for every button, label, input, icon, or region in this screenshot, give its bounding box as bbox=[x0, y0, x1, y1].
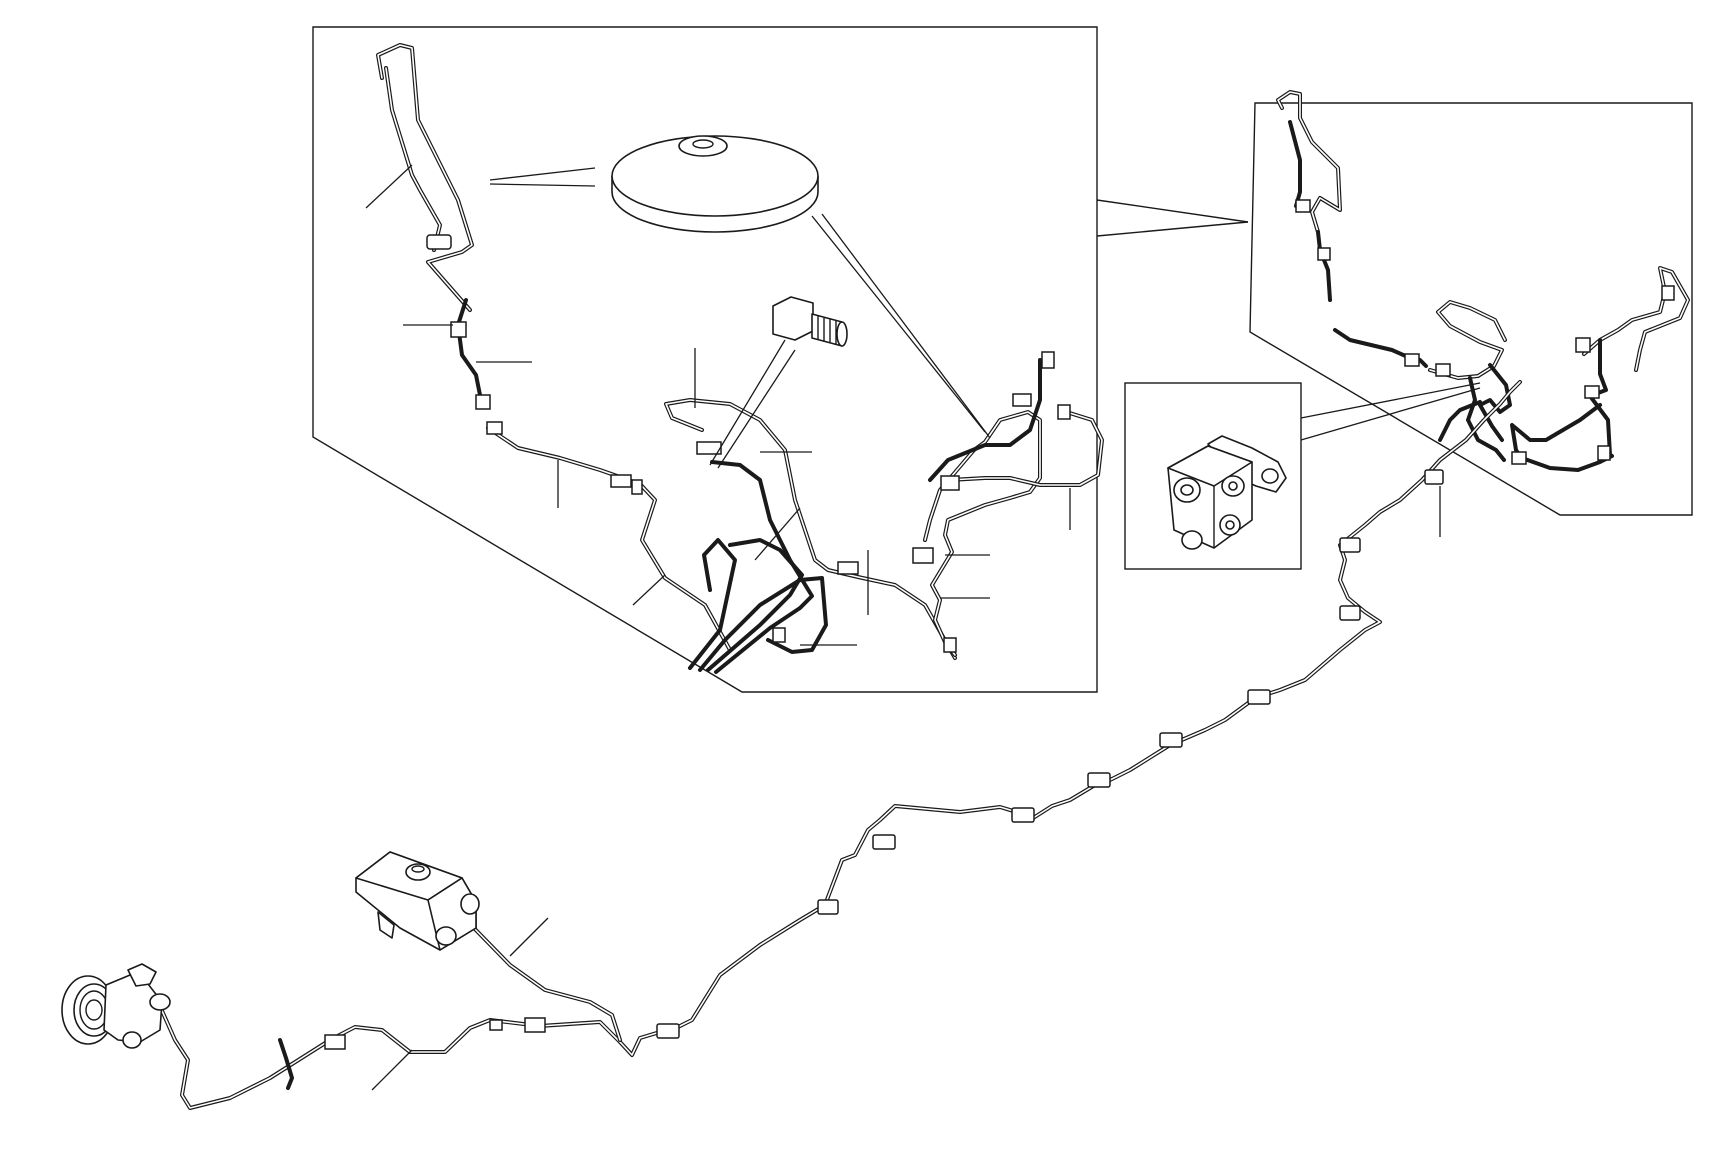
inset-left-leaders bbox=[365, 164, 1071, 646]
distribution-valve bbox=[1167, 435, 1287, 550]
pipe-clips bbox=[324, 469, 1444, 1050]
inset-left-pipes bbox=[376, 43, 1104, 674]
reservoir-cap bbox=[611, 135, 819, 233]
inset-frame-left bbox=[312, 26, 1098, 693]
main-leaders bbox=[371, 486, 1441, 1091]
detail-inset-right bbox=[1096, 90, 1693, 516]
detail-inset-valve bbox=[1124, 382, 1481, 570]
detail-inset-left bbox=[312, 26, 1104, 693]
inset-frame-valve bbox=[1124, 382, 1302, 570]
inset-left-fittings bbox=[426, 234, 1071, 653]
main-supply-pipe bbox=[153, 380, 1522, 1110]
adapter-fitting bbox=[772, 296, 848, 347]
steering-gear-box bbox=[355, 851, 480, 951]
power-steering-pump bbox=[61, 963, 171, 1049]
